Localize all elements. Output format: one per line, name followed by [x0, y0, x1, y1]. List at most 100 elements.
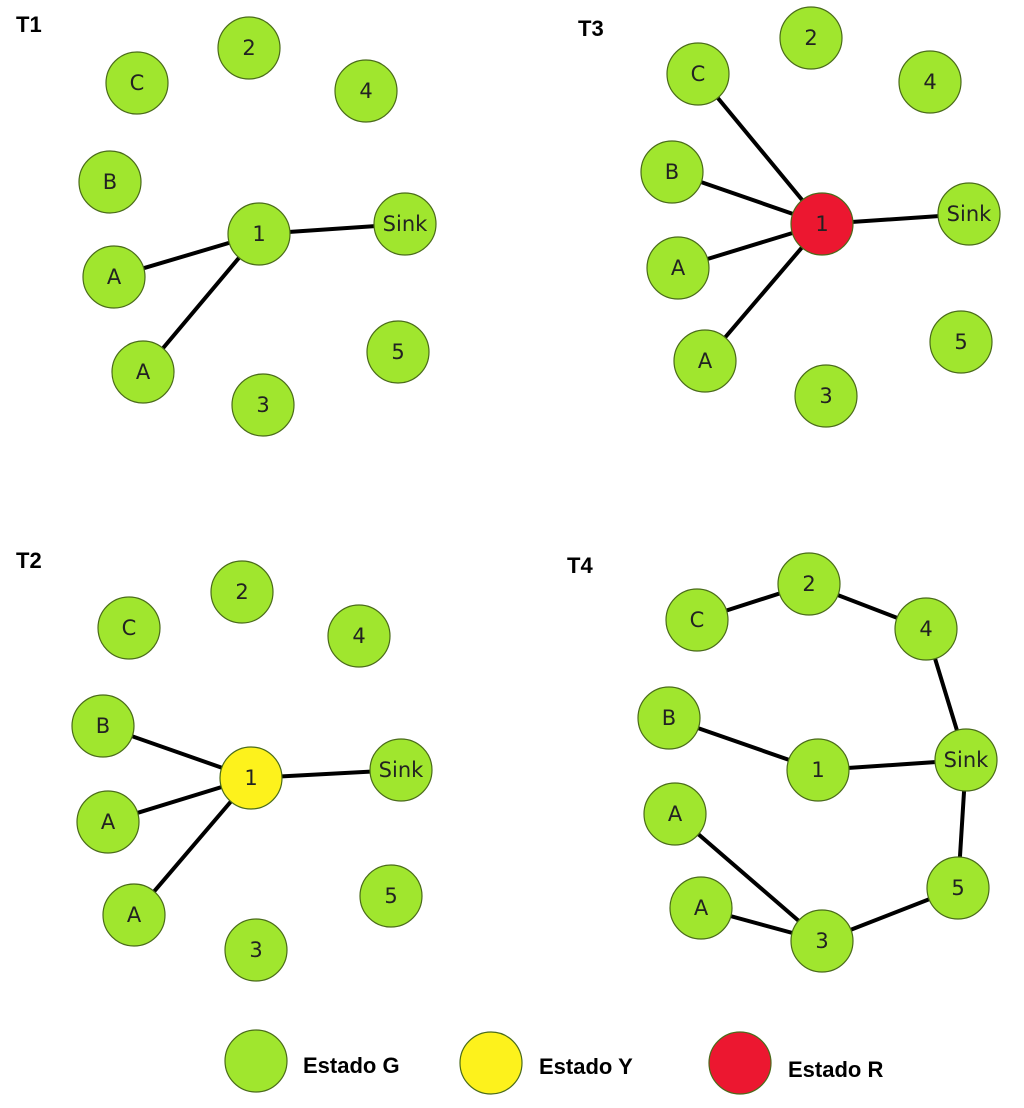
t4-node-circle-a	[669, 876, 733, 940]
t4-node-label-c: C	[690, 608, 705, 632]
t4-node-circle-4	[894, 597, 958, 661]
t4-node-label-a: A	[694, 896, 709, 920]
t4-node-label-4: 4	[919, 617, 932, 641]
t4-node-3: 3	[790, 909, 854, 973]
t2-node-a: A	[102, 883, 166, 947]
t3-node-circle-1	[790, 192, 854, 256]
t1-node-label-c: C	[130, 71, 145, 95]
t2-node-4: 4	[327, 604, 391, 668]
t1-node-label-3: 3	[256, 393, 269, 417]
t4-node-label-a: A	[668, 802, 683, 826]
t2-node-2: 2	[210, 560, 274, 624]
t4-edge-a-3	[673, 812, 824, 943]
t2-node-label-4: 4	[352, 624, 365, 648]
t4-node-b: B	[637, 686, 701, 750]
t3-node-label-a: A	[698, 349, 713, 373]
t3-node-label-4: 4	[923, 70, 936, 94]
t3-node-label-5: 5	[954, 330, 967, 354]
t4-node-2: 2	[777, 552, 841, 616]
t3-node-b: B	[640, 140, 704, 204]
t3-node-4: 4	[898, 50, 962, 114]
t2-node-label-c: C	[122, 616, 137, 640]
t1-node-c: C	[105, 51, 169, 115]
t4-node-circle-c	[665, 588, 729, 652]
t4-node-sink: Sink	[934, 728, 998, 792]
t2-node-label-1: 1	[244, 766, 257, 790]
t3-node-3: 3	[794, 364, 858, 428]
t2-node-circle-5	[359, 864, 423, 928]
t2-node-circle-c	[97, 596, 161, 660]
t4-node-circle-a	[643, 782, 707, 846]
t1-node-4: 4	[334, 59, 398, 123]
t3-node-label-3: 3	[819, 384, 832, 408]
t1-node-circle-3	[231, 373, 295, 437]
t1-node-circle-1	[227, 202, 291, 266]
t1-node-b: B	[78, 150, 142, 214]
t1-node-label-sink: Sink	[383, 212, 428, 236]
legend-label-y: Estado Y	[539, 1054, 633, 1079]
t3-node-a: A	[646, 236, 710, 300]
t2-node-sink: Sink	[369, 738, 433, 802]
t3-node-circle-c	[666, 42, 730, 106]
t1-node-circle-sink	[373, 192, 437, 256]
t4-node-circle-sink	[934, 728, 998, 792]
legend-swatch-y	[459, 1031, 523, 1095]
t4-node-a: A	[669, 876, 733, 940]
t3-edge-c-1	[696, 72, 824, 226]
t1-node-circle-a	[82, 245, 146, 309]
t3-node-1: 1	[790, 192, 854, 256]
legend-swatch-r	[708, 1031, 772, 1095]
panel-title-t3: T3	[578, 16, 604, 41]
t2-node-a: A	[76, 790, 140, 854]
t4-node-label-3: 3	[815, 929, 828, 953]
t1-node-a: A	[82, 245, 146, 309]
t2-node-label-a: A	[127, 903, 142, 927]
t3-node-circle-sink	[937, 182, 1001, 246]
t4-node-circle-b	[637, 686, 701, 750]
t1-node-1: 1	[227, 202, 291, 266]
t3-node-circle-5	[929, 310, 993, 374]
t3-node-circle-2	[779, 6, 843, 70]
t3-node-label-a: A	[671, 256, 686, 280]
t2-node-label-5: 5	[384, 884, 397, 908]
t3-node-label-2: 2	[804, 26, 817, 50]
t3-node-label-b: B	[665, 160, 679, 184]
t4-node-circle-1	[786, 738, 850, 802]
t1-node-label-2: 2	[242, 36, 255, 60]
t1-node-label-b: B	[103, 170, 117, 194]
t2-node-circle-a	[102, 883, 166, 947]
t3-node-2: 2	[779, 6, 843, 70]
t2-node-label-a: A	[101, 810, 116, 834]
t3-node-label-c: C	[691, 62, 706, 86]
t2-node-label-sink: Sink	[379, 758, 424, 782]
t3-node-circle-a	[673, 329, 737, 393]
t4-node-label-b: B	[662, 706, 676, 730]
t4-node-1: 1	[786, 738, 850, 802]
t2-node-c: C	[97, 596, 161, 660]
t1-node-label-a: A	[107, 265, 122, 289]
t1-node-a: A	[111, 340, 175, 404]
t1-node-3: 3	[231, 373, 295, 437]
t2-node-circle-a	[76, 790, 140, 854]
legend-swatch-g	[224, 1029, 288, 1093]
t2-node-circle-b	[71, 694, 135, 758]
t1-node-5: 5	[366, 320, 430, 384]
t1-node-label-5: 5	[391, 340, 404, 364]
t4-node-label-2: 2	[802, 572, 815, 596]
t4-node-4: 4	[894, 597, 958, 661]
t2-node-5: 5	[359, 864, 423, 928]
t2-node-circle-4	[327, 604, 391, 668]
t1-node-label-1: 1	[252, 222, 265, 246]
t1-node-circle-a	[111, 340, 175, 404]
t4-node-label-sink: Sink	[944, 748, 989, 772]
t2-node-circle-1	[219, 746, 283, 810]
t2-node-b: B	[71, 694, 135, 758]
t4-node-circle-5	[926, 856, 990, 920]
t1-node-circle-b	[78, 150, 142, 214]
t3-node-a: A	[673, 329, 737, 393]
t1-node-circle-c	[105, 51, 169, 115]
t3-node-circle-4	[898, 50, 962, 114]
t3-node-label-sink: Sink	[947, 202, 992, 226]
t3-node-circle-a	[646, 236, 710, 300]
t1-node-circle-5	[366, 320, 430, 384]
